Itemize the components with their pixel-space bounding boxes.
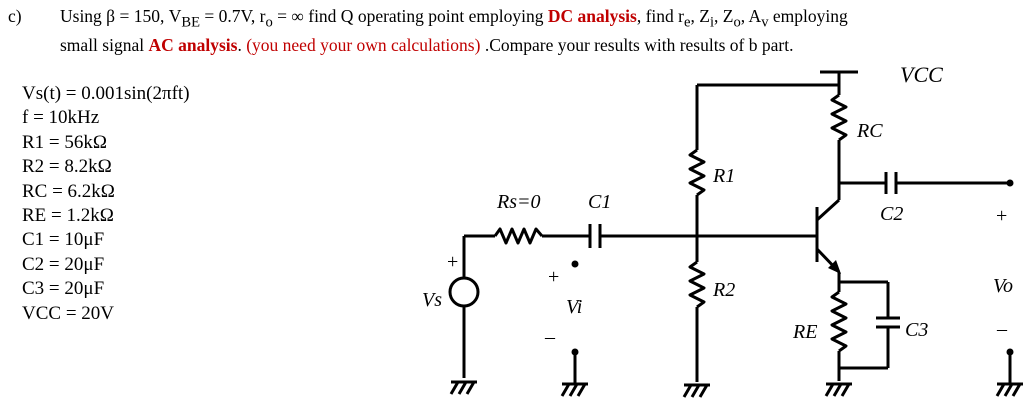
re-label: RE xyxy=(792,321,817,343)
question-label: c) xyxy=(8,6,22,26)
c1-label: C1 xyxy=(588,191,611,213)
r1-label: R1 xyxy=(712,165,735,187)
vo-terminal-top xyxy=(1006,179,1014,187)
rs-resistor xyxy=(493,227,544,245)
vcc-label: VCC xyxy=(900,62,943,87)
rs-label: Rs=0 xyxy=(496,191,541,213)
vi-terminal-top xyxy=(571,260,579,268)
question-line-2: small signal AC analysis. (you need your… xyxy=(60,34,794,55)
r2-label: R2 xyxy=(712,279,735,301)
emitter-arrow xyxy=(828,260,841,274)
param-rc: RC = 6.2kΩ xyxy=(22,180,115,202)
vo-plus-sign: + xyxy=(996,205,1007,227)
vi-plus-sign: + xyxy=(548,266,559,288)
c3-label: C3 xyxy=(905,319,928,341)
question-text: c)Using β = 150, VBE = 0.7V, ro = ∞ find… xyxy=(8,5,1018,56)
rc-resistor xyxy=(830,93,848,142)
vs-plus-sign: + xyxy=(447,251,458,273)
transistor-collector-lead xyxy=(815,198,841,222)
vs-source xyxy=(448,276,480,308)
vi-label: Vi xyxy=(566,296,582,318)
c2-label: C2 xyxy=(880,203,903,225)
param-r1: R1 = 56kΩ xyxy=(22,131,108,153)
r2-resistor xyxy=(688,260,706,309)
param-c2: C2 = 20μF xyxy=(22,253,105,275)
param-vcc: VCC = 20V xyxy=(22,302,115,324)
param-vs: Vs(t) = 0.001sin(2πft) xyxy=(22,83,190,104)
vo-minus-sign: – xyxy=(996,318,1008,340)
param-re: RE = 1.2kΩ xyxy=(22,205,114,227)
parameter-list: Vs(t) = 0.001sin(2πft) f = 10kHz R1 = 56… xyxy=(22,82,190,326)
ground-symbol-vs xyxy=(449,380,477,395)
rc-label: RC xyxy=(856,120,883,142)
param-c3: C3 = 20μF xyxy=(22,278,105,300)
ac-analysis-highlight: AC analysis xyxy=(148,34,238,55)
vi-minus-sign: – xyxy=(544,326,556,348)
vs-label: Vs xyxy=(422,289,442,311)
param-r2: R2 = 8.2kΩ xyxy=(22,156,112,178)
ground-symbol-r2 xyxy=(682,383,710,398)
ground-symbol-re xyxy=(824,382,852,397)
ground-symbol-vo xyxy=(995,382,1023,397)
dc-analysis-highlight: DC analysis xyxy=(547,6,637,26)
param-c1: C1 = 10μF xyxy=(22,229,105,251)
param-f: f = 10kHz xyxy=(22,107,100,129)
r1-resistor xyxy=(688,148,706,197)
re-resistor xyxy=(830,290,848,353)
ground-symbol-vi xyxy=(560,382,588,397)
own-calculations-note: (you need your own calculations) xyxy=(246,34,481,55)
vo-label: Vo xyxy=(993,275,1013,297)
